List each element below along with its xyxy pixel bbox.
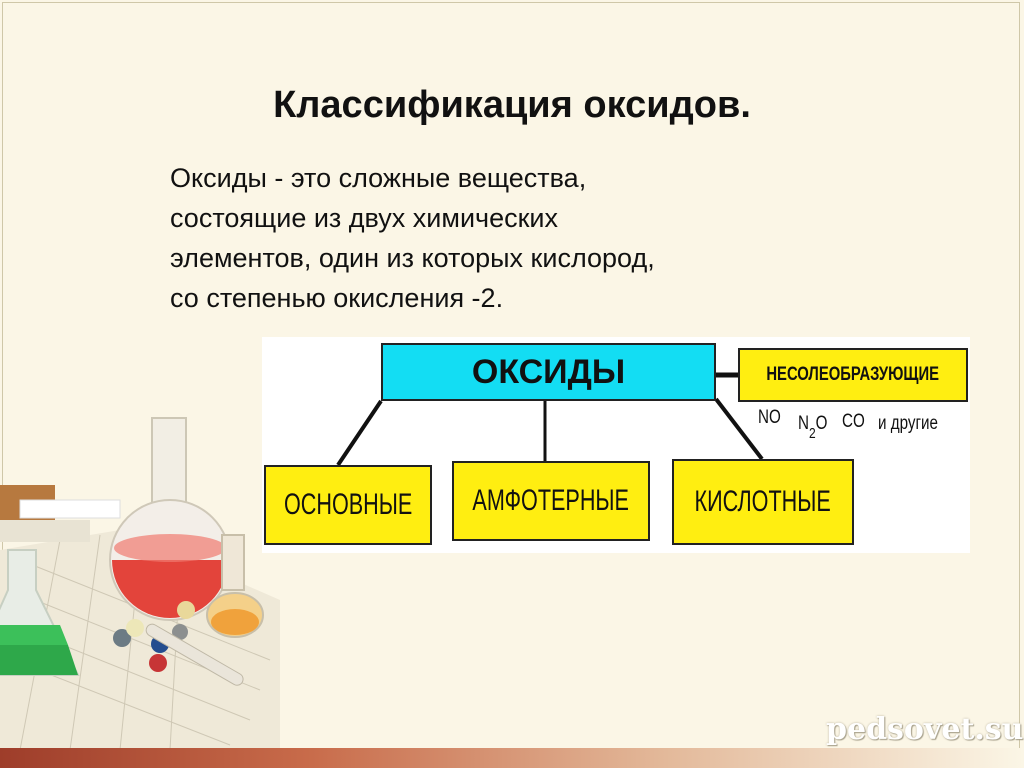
definition-text: Оксиды - это сложные вещества, состоящие… [170, 158, 770, 318]
connector-lines [336, 372, 764, 467]
definition-line: состоящие из двух химических [170, 203, 559, 233]
bottom-decor-bar [0, 748, 1024, 768]
acidic-oxides-label: КИСЛОТНЫЕ [694, 485, 832, 518]
definition-line: со степенью окисления -2. [170, 283, 504, 313]
basic-oxides-label: ОСНОВНЫЕ [283, 488, 413, 521]
example-n2o: N2O [798, 413, 828, 442]
amphoteric-oxides-label: АМФОТЕРНЫЕ [472, 484, 630, 517]
example-no: NO [758, 407, 781, 428]
acidic-oxides-box: КИСЛОТНЫЕ [672, 459, 854, 545]
definition-line: элементов, один из которых кислород, [170, 243, 655, 273]
non-salt-forming-label: НЕСОЛЕОБРАЗУЮЩИЕ [766, 364, 940, 385]
slide-title: Классификация оксидов. [273, 84, 751, 126]
n2o-o: O [815, 413, 828, 434]
definition-line: Оксиды - это сложные вещества, [170, 163, 587, 193]
non-salt-forming-box: НЕСОЛЕОБРАЗУЮЩИЕ [738, 348, 968, 402]
n2o-subscript: 2 [808, 425, 816, 442]
lab-glassware-illustration [0, 417, 280, 750]
example-others: и другие [878, 413, 938, 434]
amphoteric-oxides-box: АМФОТЕРНЫЕ [452, 461, 650, 541]
n2o-n: N [798, 413, 809, 434]
example-co: CO [842, 411, 865, 432]
oxide-classification-diagram: ОКСИДЫ НЕСОЛЕОБРАЗУЮЩИЕ NO N2O CO и друг… [262, 337, 970, 553]
watermark: pedsovet.su [826, 712, 1024, 747]
basic-oxides-box: ОСНОВНЫЕ [264, 465, 432, 545]
oxides-root-box: ОКСИДЫ [381, 343, 716, 401]
